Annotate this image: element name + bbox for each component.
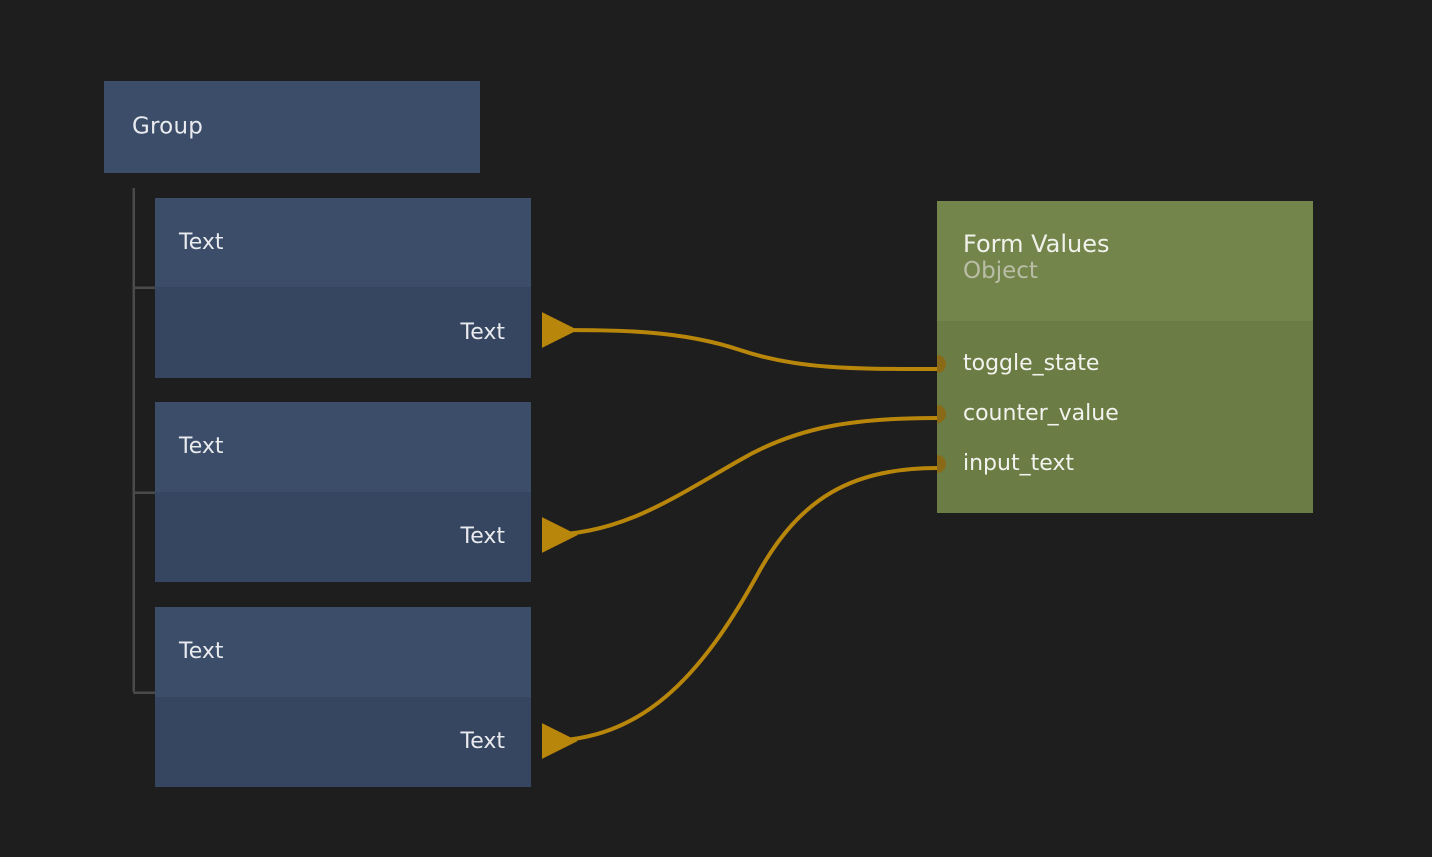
group-node-title: Group	[132, 113, 204, 140]
field-label-input-text: input_text	[963, 451, 1075, 476]
group-node[interactable]: Group	[104, 81, 480, 173]
output-port-icon[interactable]	[937, 355, 946, 373]
child-node-2-header[interactable]: Text	[155, 402, 531, 492]
form-values-node-title: Form Values	[963, 230, 1110, 258]
child-node-1-header[interactable]: Text	[155, 198, 531, 287]
child-node-3-body-label: Text	[460, 729, 506, 754]
field-row-input-text[interactable]: input_text	[937, 439, 1313, 489]
child-node-3[interactable]: Text Text	[155, 607, 531, 787]
form-values-node[interactable]: Form Values Object toggle_state counter_…	[937, 201, 1313, 513]
output-port-icon[interactable]	[937, 405, 946, 423]
child-node-2[interactable]: Text Text	[155, 402, 531, 582]
child-node-2-body-label: Text	[460, 524, 506, 549]
form-values-node-subtitle: Object	[963, 257, 1038, 284]
form-values-node-body: toggle_state counter_value input_text	[937, 321, 1313, 513]
child-node-3-header-label: Text	[179, 639, 224, 664]
child-node-1-body[interactable]: Text	[155, 287, 531, 378]
child-node-1-header-label: Text	[179, 229, 224, 255]
child-node-2-header-label: Text	[179, 434, 224, 459]
field-label-toggle-state: toggle_state	[963, 351, 1100, 376]
child-node-1-body-label: Text	[460, 319, 506, 345]
child-node-3-body[interactable]: Text	[155, 697, 531, 787]
field-row-counter-value[interactable]: counter_value	[937, 389, 1313, 439]
child-node-2-body[interactable]: Text	[155, 492, 531, 582]
child-node-3-header[interactable]: Text	[155, 607, 531, 697]
field-row-toggle-state[interactable]: toggle_state	[937, 339, 1313, 389]
child-node-1[interactable]: Text Text	[155, 198, 531, 378]
form-values-node-header[interactable]: Form Values Object	[937, 201, 1313, 321]
output-port-icon[interactable]	[937, 455, 946, 473]
field-label-counter-value: counter_value	[963, 401, 1119, 426]
